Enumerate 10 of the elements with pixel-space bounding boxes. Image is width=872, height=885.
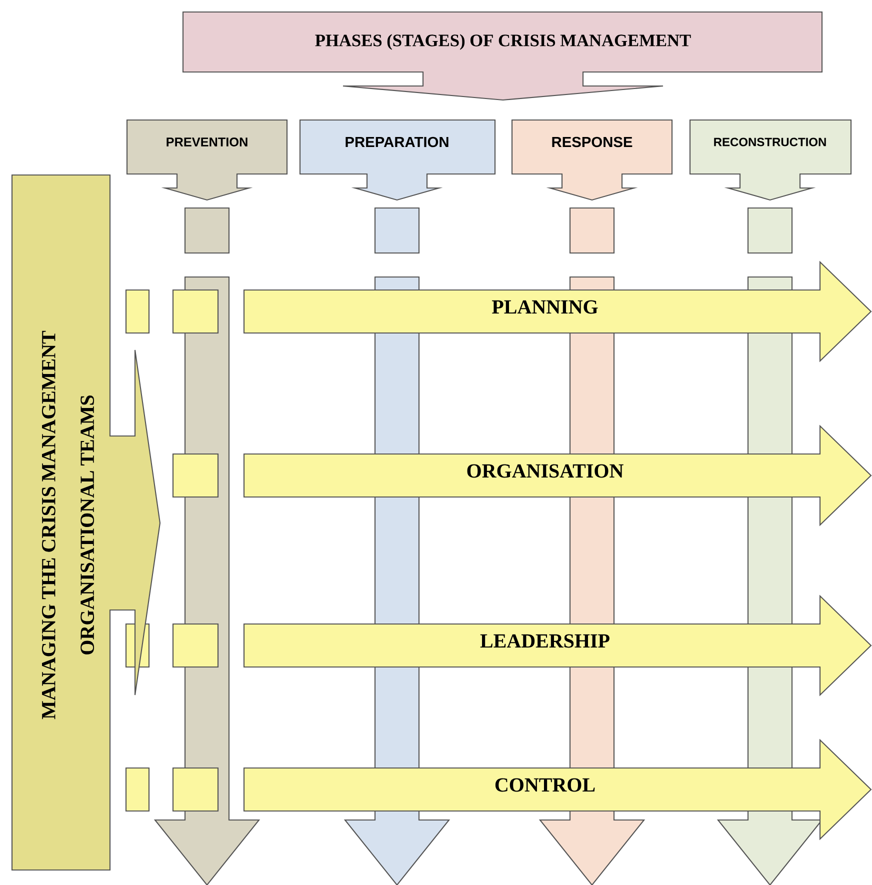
- phase-callout: RESPONSE: [511, 119, 673, 201]
- phase-callout: PREVENTION: [126, 119, 288, 201]
- phase-callout: RECONSTRUCTION: [689, 119, 852, 201]
- title-callout: PHASES (STAGES) OF CRISIS MANAGEMENT: [182, 11, 823, 101]
- phase-callout: PREPARATION: [299, 119, 496, 201]
- square: [374, 207, 420, 254]
- side-arrow-box: MANAGING THE CRISIS MANAGEMENT ORGANISATIONAL TEAMS: [11, 174, 161, 871]
- square: [569, 207, 615, 254]
- square: [747, 207, 793, 254]
- square: [184, 207, 230, 254]
